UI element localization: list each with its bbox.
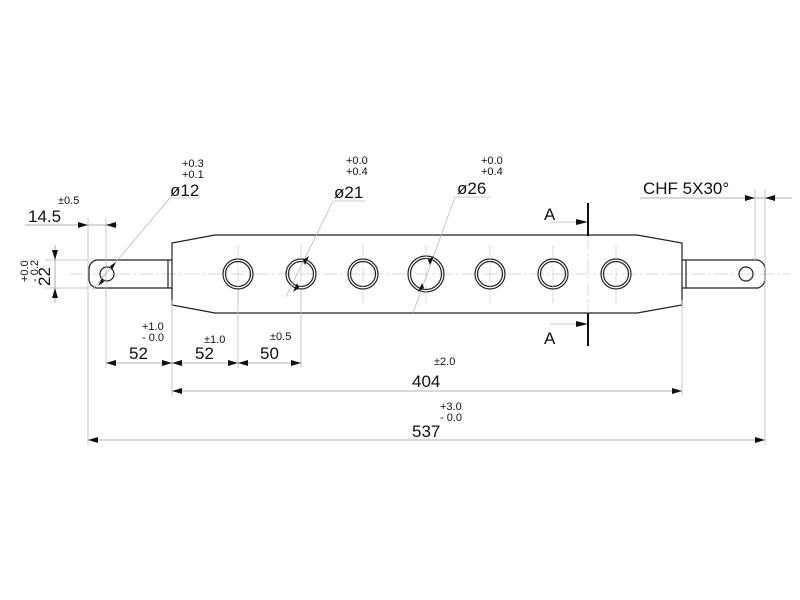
overall-length-value: 537 [412,422,440,441]
hole [474,245,506,303]
pin-length-tol-lower: - 0.0 [142,332,164,344]
pin-diameter-tol-upper: +0.0 [19,260,31,282]
body-length-value: 404 [412,372,440,391]
hole [537,245,569,303]
dimension-lines [25,195,792,443]
overall-length-tol-lower: - 0.0 [440,412,462,424]
right-pin-hole [738,266,754,282]
hole [347,245,379,303]
hole-pitch-tol: ±0.5 [270,331,291,343]
left-pin-hole [99,266,115,282]
first-hole-value: 52 [195,344,214,363]
pin-diameter-value: 22 [35,267,54,286]
chamfer-note: CHF 5X30° [643,179,729,198]
first-hole-tol: ±1.0 [204,334,225,346]
hole26-tol-lower: +0.4 [481,166,503,178]
pin-hole-tol-upper: +0.3 [182,158,204,170]
pin-length-value: 52 [129,344,148,363]
hole [600,245,632,303]
section-marker [550,203,589,346]
hole-large [407,245,445,303]
section-label-bottom: A [544,329,556,348]
left-pin [88,259,172,289]
extension-lines [45,190,766,445]
section-label-top: A [544,205,556,224]
pin-offset-tol: ±0.5 [58,195,79,207]
hole26-tol-upper: +0.0 [481,155,503,167]
pin-diameter-dim: 22 +0.0 - 0.2 [19,260,54,286]
body-length-tol: ±2.0 [434,356,455,368]
pin-length-tol-upper: +1.0 [142,321,164,333]
hole26-diameter: ø26 [457,179,486,198]
hole21-tol-lower: +0.4 [346,166,368,178]
pin-hole-diameter: ø12 [170,181,199,200]
diameter-leaders [91,196,490,314]
leader-arrows [98,256,434,292]
pin-diameter-tol-lower: - 0.2 [29,260,41,282]
hole-pitch-value: 50 [260,344,279,363]
hole21-diameter: ø21 [334,183,363,202]
overall-length-tol-upper: +3.0 [440,401,462,413]
hole21-tol-upper: +0.0 [346,155,368,167]
pin-hole-tol-lower: +0.1 [182,169,204,181]
pin-offset-value: 14.5 [28,207,61,226]
holes [222,245,632,303]
